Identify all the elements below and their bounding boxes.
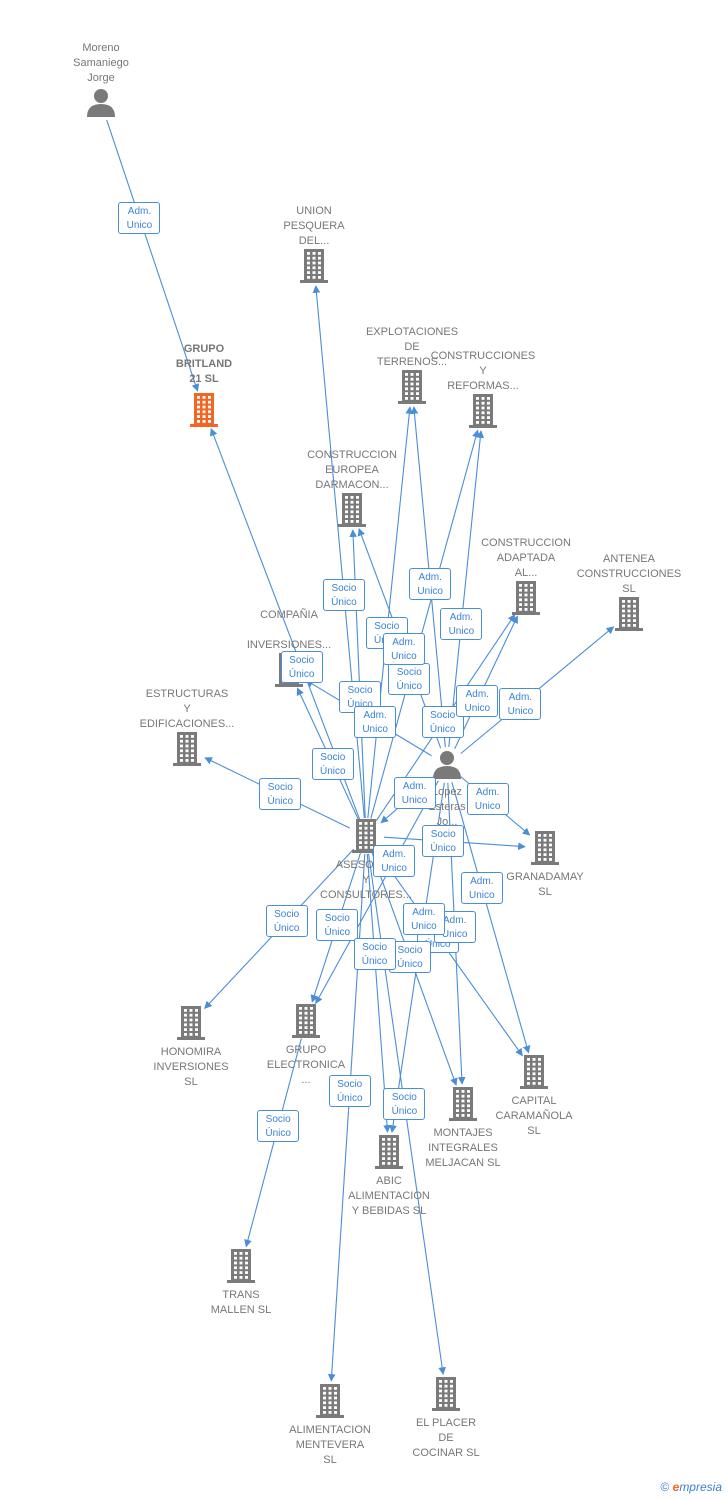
edge-label-asesores-to-granadamay[interactable]: Socio Único	[422, 825, 465, 858]
edge-asesores-to-construccion_europea	[349, 529, 366, 819]
building-icon-explotaciones[interactable]	[398, 370, 426, 404]
building-icon-union_pesquera[interactable]	[300, 249, 328, 283]
edge-asesores-to-explotaciones	[367, 406, 414, 819]
edge-grupo_electronica-to-trans_mallen	[244, 1038, 302, 1248]
person-icon-moreno[interactable]	[87, 89, 115, 117]
edge-lopez-to-construcciones_reformas	[448, 430, 485, 748]
building-icon-antenea[interactable]	[615, 597, 643, 631]
building-icon-alimentacion_mentevera[interactable]	[316, 1384, 344, 1418]
edge-asesores-to-abic	[366, 853, 391, 1133]
building-icon-montajes[interactable]	[449, 1087, 477, 1121]
edge-label-lopez-to-granadamay[interactable]: Adm. Unico	[466, 783, 509, 816]
node-label-grupo_electronica[interactable]: GRUPO ELECTRONICA ...	[266, 1044, 346, 1086]
edge-lopez-to-grupo_electronica	[315, 780, 439, 1005]
building-icon-el_placer[interactable]	[432, 1377, 460, 1411]
edge-label-lopez-to-capital[interactable]: Adm. Unico	[460, 871, 503, 904]
node-label-alimentacion_mentevera[interactable]: ALIMENTACION MENTEVERA SL	[289, 1424, 371, 1466]
building-icon-estructuras[interactable]	[173, 732, 201, 766]
edge-label-asesores-to-el_placer[interactable]: Socio Único	[383, 1087, 426, 1120]
edge-label-asesores-to-montajes[interactable]: Socio Único	[388, 941, 431, 974]
node-label-construccion_europea[interactable]: CONSTRUCCION EUROPEA DARMACON...	[307, 449, 397, 491]
node-label-lopez[interactable]: Lopez Esteras Jo...	[428, 786, 466, 828]
node-label-compania[interactable]: COMPAÑIA INVERSIONES...	[246, 609, 332, 651]
node-label-construcciones_reformas[interactable]: CONSTRUCCIONES Y REFORMAS...	[430, 350, 536, 392]
edge-label-asesores-to-estructuras[interactable]: Socio Único	[259, 778, 302, 811]
node-label-capital[interactable]: CAPITAL CARAMAÑOLA SL	[495, 1095, 573, 1137]
edge-label-asesores-to-honomira[interactable]: Socio Único	[265, 904, 308, 937]
edge-label-lopez-to-asesores[interactable]: Adm. Unico	[393, 777, 436, 810]
building-icon-construccion_adaptada[interactable]	[512, 581, 540, 615]
edge-lopez-to-construccion_adaptada	[454, 615, 518, 749]
edge-lopez-to-capital	[451, 782, 531, 1054]
edge-label-asesores-to-construcciones_reformas[interactable]: Socio Único	[388, 662, 431, 695]
node-label-antenea[interactable]: ANTENEA CONSTRUCCIONES SL	[576, 553, 682, 595]
node-label-abic[interactable]: ABIC ALIMENTACION Y BEBIDAS SL	[348, 1175, 430, 1217]
node-label-explotaciones[interactable]: EXPLOTACIONES DE TERRENOS...	[365, 326, 459, 368]
building-icon-grupo_electronica[interactable]	[292, 1004, 320, 1038]
building-icon-capital[interactable]	[520, 1055, 548, 1089]
node-label-construccion_adaptada[interactable]: CONSTRUCCION ADAPTADA AL...	[481, 537, 571, 579]
edge-label-grupo_electronica-to-trans_mallen[interactable]: Socio Único	[257, 1109, 300, 1142]
edge-label-asesores-to-alimentacion_mentevera[interactable]: Socio Único	[328, 1075, 371, 1108]
node-label-moreno[interactable]: Moreno Samaniego Jorge	[73, 42, 129, 84]
node-label-grupo_britland[interactable]: GRUPO BRITLAND 21 SL	[175, 343, 233, 385]
edge-moreno-to-grupo_britland	[106, 119, 200, 392]
edge-label-lopez-to-construccion_europea[interactable]: Adm. Unico	[382, 633, 425, 666]
edge-label-asesores-to-construccion_adaptada[interactable]: Socio Único	[421, 705, 464, 738]
edge-label-asesores-to-abic[interactable]: Socio Único	[353, 938, 396, 971]
edge-label-lopez-to-explotaciones[interactable]: Adm. Unico	[409, 567, 452, 600]
edge-label-lopez-to-construccion_adaptada[interactable]: Adm. Unico	[456, 684, 499, 717]
person-icon-lopez[interactable]	[433, 751, 461, 779]
edge-asesores-to-capital	[375, 850, 523, 1057]
building-icon-asesores[interactable]	[352, 819, 380, 853]
edge-label-moreno-to-grupo_britland[interactable]: Adm. Unico	[118, 201, 161, 234]
node-label-union_pesquera[interactable]: UNION PESQUERA DEL...	[283, 205, 345, 247]
node-label-granadamay[interactable]: GRANADAMAY SL	[506, 871, 584, 898]
node-label-montajes[interactable]: MONTAJES INTEGRALES MELJACAN SL	[425, 1127, 501, 1169]
node-label-estructuras[interactable]: ESTRUCTURAS Y EDIFICACIONES...	[139, 688, 235, 730]
footer-brand: © empresia	[660, 1480, 722, 1494]
edge-label-asesores-to-compania[interactable]: Socio Único	[311, 748, 354, 781]
edge-label-lopez-to-compania[interactable]: Adm. Unico	[354, 705, 397, 738]
building-icon-granadamay[interactable]	[531, 831, 559, 865]
building-icon-abic[interactable]	[375, 1135, 403, 1169]
node-label-honomira[interactable]: HONOMIRA INVERSIONES SL	[153, 1046, 229, 1088]
copyright-symbol: ©	[660, 1480, 670, 1494]
edge-label-asesores-to-grupo_britland[interactable]: Socio Único	[280, 650, 323, 683]
building-icon-honomira[interactable]	[177, 1006, 205, 1040]
node-label-trans_mallen[interactable]: TRANS MALLEN SL	[210, 1289, 272, 1316]
building-icon-construccion_europea[interactable]	[338, 493, 366, 527]
building-icon-construcciones_reformas[interactable]	[469, 394, 497, 428]
node-label-el_placer[interactable]: EL PLACER DE COCINAR SL	[412, 1417, 480, 1459]
edge-label-lopez-to-construcciones_reformas[interactable]: Adm. Unico	[440, 607, 483, 640]
edge-label-lopez-to-grupo_electronica[interactable]: Adm. Unico	[373, 844, 416, 877]
brand-name: mpresia	[679, 1480, 722, 1494]
edge-label-lopez-to-abic[interactable]: Adm. Unico	[402, 903, 445, 936]
brand-initial: e	[672, 1480, 680, 1494]
edge-label-lopez-to-antenea[interactable]: Adm. Unico	[499, 688, 542, 721]
building-icon-trans_mallen[interactable]	[227, 1249, 255, 1283]
edge-label-asesores-to-grupo_electronica[interactable]: Socio Único	[316, 908, 359, 941]
edge-label-asesores-to-union_pesquera[interactable]: Socio Único	[322, 578, 365, 611]
building-icon-grupo_britland[interactable]	[190, 393, 218, 427]
edge-asesores-to-construcciones_reformas	[370, 429, 480, 819]
